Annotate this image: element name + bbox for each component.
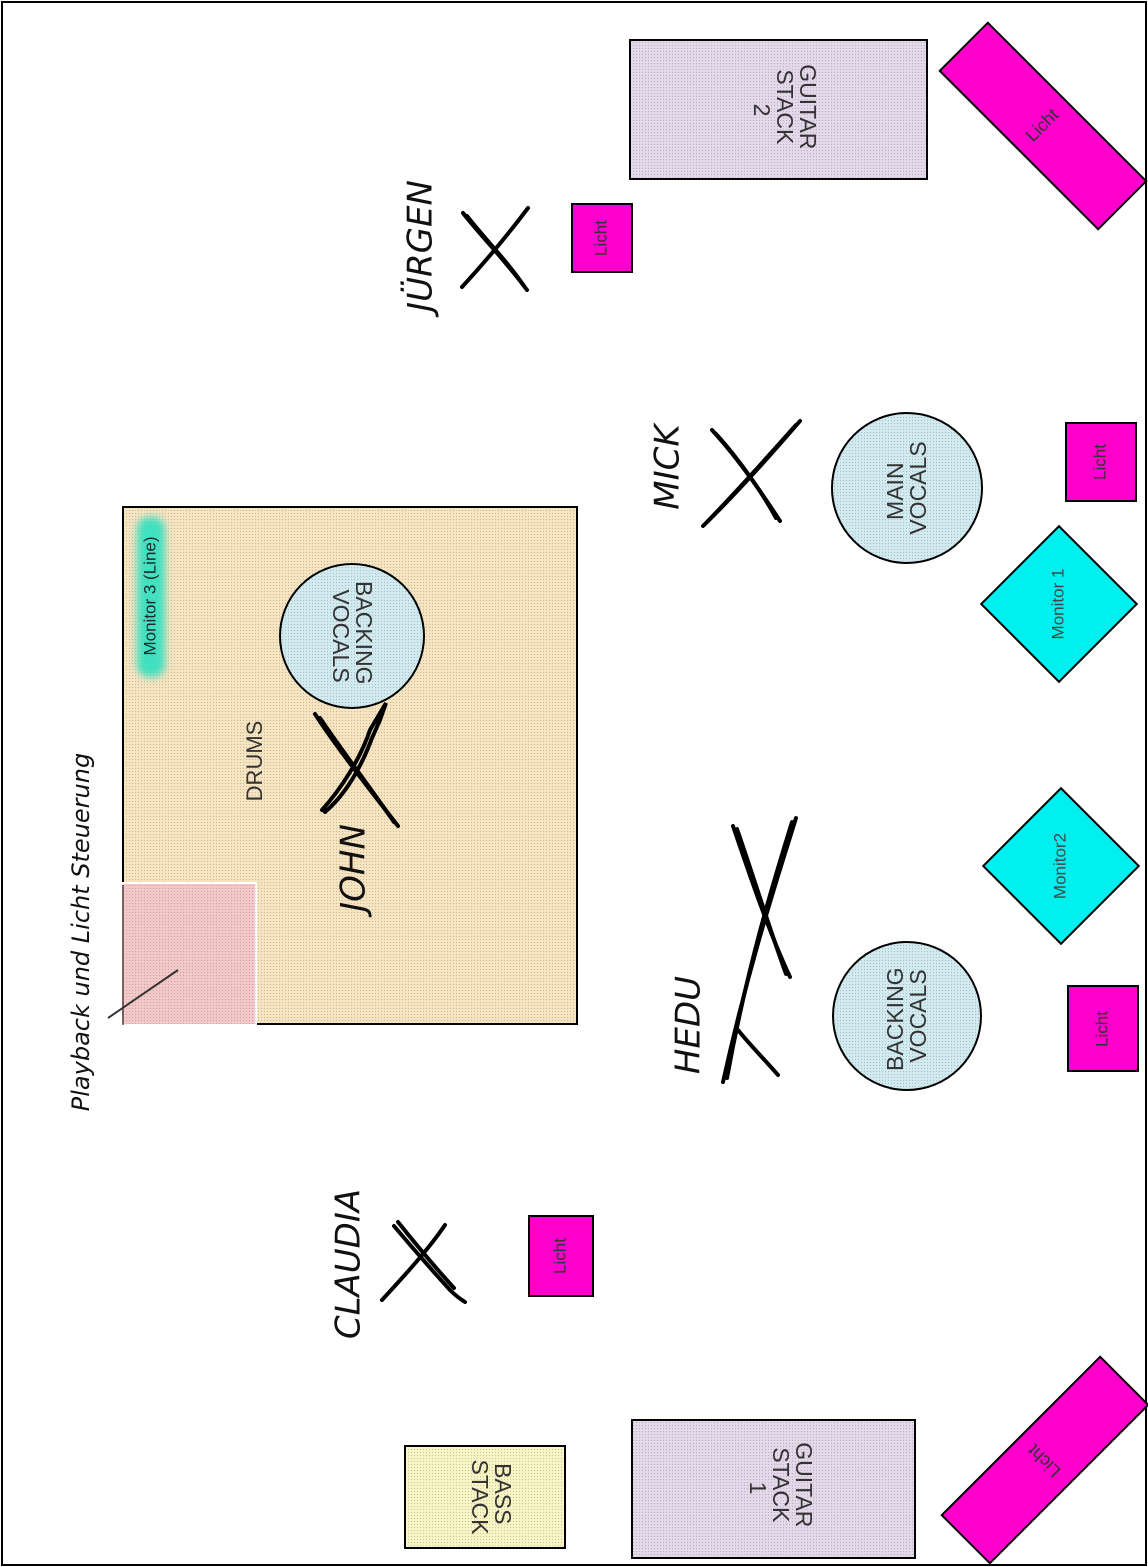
backing-vocals-drums-line-1: BACKING: [351, 581, 377, 685]
guitar-stack-1-line-1: GUITAR: [791, 1442, 817, 1527]
playback-note: Playback und Licht Steuerung: [67, 753, 95, 1111]
hedu-position-mark: [721, 816, 798, 1084]
licht-label: Licht: [1092, 1011, 1111, 1047]
backing-vocals-drums-circle: BACKING VOCALS: [279, 563, 425, 709]
drums-label: DRUMS: [242, 721, 267, 802]
backing-vocals-hedu-line-1: BACKING: [882, 967, 908, 1071]
svg-text:MAIN VOCALS: MAIN VOCALS: [882, 441, 931, 534]
guitar-stack-2-line-2: STACK: [772, 69, 798, 145]
backing-vocals-hedu-circle: BACKING VOCALS: [832, 941, 982, 1091]
licht-jurgen: Licht: [571, 203, 633, 273]
john-position-mark: [313, 701, 400, 828]
licht-label: Licht: [591, 220, 610, 256]
guitar-stack-1: GUITAR STACK 1: [631, 1419, 916, 1559]
licht-label: Licht: [1090, 444, 1109, 480]
guitar-stack-2-line-1: GUITAR: [795, 64, 821, 149]
monitor-1: Monitor 1: [979, 524, 1139, 684]
backing-vocals-hedu-line-2: VOCALS: [905, 969, 931, 1062]
monitor-2: Monitor2: [981, 786, 1141, 946]
musician-name-hedu: HEDU: [669, 976, 709, 1074]
playback-control-box: [120, 882, 257, 1026]
main-vocals-line-1: MAIN: [882, 462, 908, 520]
monitor-1-label: Monitor 1: [1048, 569, 1067, 640]
svg-text:BACKING VOCALS: BACKING VOCALS: [882, 961, 931, 1071]
claudia-position-mark: [380, 1220, 467, 1304]
musician-name-mick: MICK: [648, 422, 688, 510]
main-vocals-line-2: VOCALS: [905, 441, 931, 534]
svg-text:BACKING VOCALS: BACKING VOCALS: [328, 581, 377, 691]
licht-hedu: Licht: [1067, 985, 1139, 1072]
jurgen-position-mark: [460, 206, 530, 292]
svg-text:BASS STACK: BASS STACK: [467, 1460, 516, 1536]
licht-mick: Licht: [1065, 422, 1137, 502]
playback-pointer-line: [107, 969, 179, 1019]
bass-stack-line-1: BASS: [490, 1463, 516, 1524]
monitor-3: Monitor 3 (Line): [137, 517, 165, 677]
mick-position-mark: [701, 419, 802, 528]
monitor-2-label: Monitor2: [1050, 833, 1069, 899]
musician-name-jurgen: JÜRGEN: [400, 180, 441, 318]
musician-name-claudia: CLAUDIA: [329, 1189, 369, 1339]
backing-vocals-drums-line-2: VOCALS: [328, 589, 354, 682]
licht-claudia: Licht: [528, 1215, 594, 1297]
svg-text:GUITAR STACK 1: GUITAR STACK 1: [745, 1442, 817, 1534]
bass-stack: BASS STACK: [404, 1445, 566, 1549]
monitor-3-label: Monitor 3 (Line): [140, 536, 159, 655]
guitar-stack-2: GUITAR STACK 2: [629, 39, 928, 180]
licht-diagonal-bottom: Licht: [940, 1355, 1148, 1565]
guitar-stack-1-line-3: 1: [745, 1482, 771, 1495]
main-vocals-circle: MAIN VOCALS: [831, 412, 983, 564]
musician-name-john: JOHN: [334, 824, 374, 918]
svg-text:GUITAR STACK 2: GUITAR STACK 2: [749, 64, 821, 156]
licht-label: Licht: [550, 1238, 569, 1274]
guitar-stack-2-line-3: 2: [749, 104, 775, 117]
licht-diagonal-top: Licht: [938, 21, 1148, 231]
guitar-stack-1-line-2: STACK: [768, 1447, 794, 1523]
bass-stack-line-2: STACK: [467, 1460, 493, 1536]
